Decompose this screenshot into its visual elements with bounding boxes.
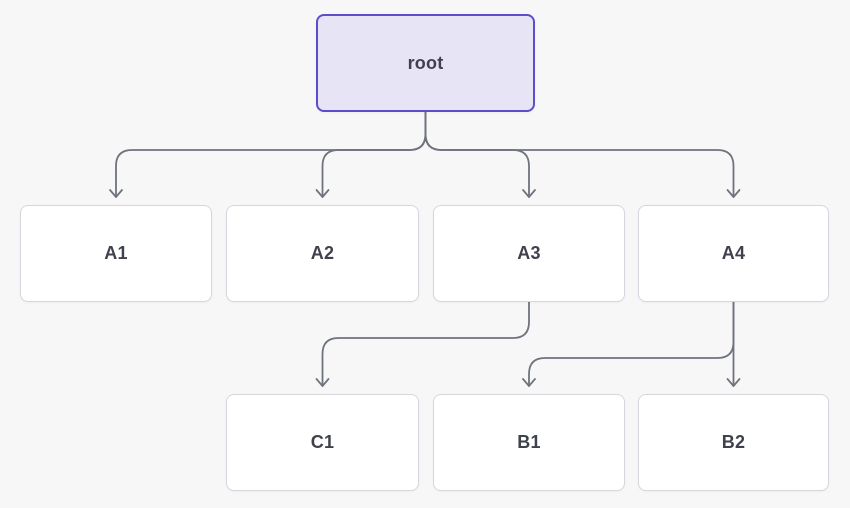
edge-path <box>321 111 427 198</box>
arrowhead-icon <box>315 189 330 198</box>
node-root[interactable]: root <box>316 14 535 112</box>
node-A4[interactable]: A4 <box>638 205 829 302</box>
edge-root-A2 <box>315 111 427 198</box>
node-label: C1 <box>310 432 335 452</box>
arrowhead-icon <box>315 378 330 387</box>
node-label: A1 <box>104 243 128 263</box>
edge-path <box>115 111 427 198</box>
arrowhead-icon <box>109 189 123 198</box>
node-A2[interactable]: A2 <box>226 205 419 302</box>
node-A3[interactable]: A3 <box>433 205 625 302</box>
node-A1[interactable]: A1 <box>20 205 212 302</box>
node-B1[interactable]: B1 <box>433 394 625 491</box>
arrowhead-icon <box>522 378 536 387</box>
edge-A3-C1 <box>315 301 530 387</box>
edge-path <box>528 301 735 387</box>
arrowhead-icon <box>726 189 741 198</box>
edge-root-A1 <box>109 111 427 198</box>
edge-path <box>424 111 530 198</box>
edge-path <box>321 301 530 387</box>
arrowhead-icon <box>522 189 536 198</box>
node-label: A2 <box>310 243 335 263</box>
edge-path <box>424 111 735 198</box>
edge-root-A3 <box>424 111 536 198</box>
edge-A4-B1 <box>522 301 735 387</box>
node-label: A3 <box>517 243 541 263</box>
node-label: root <box>407 52 444 73</box>
edge-A4-B2 <box>726 301 741 387</box>
node-B2[interactable]: B2 <box>638 394 829 491</box>
node-C1[interactable]: C1 <box>226 394 419 491</box>
node-label: B2 <box>721 432 746 452</box>
arrowhead-icon <box>726 378 741 387</box>
node-label: A4 <box>721 243 746 263</box>
node-label: B1 <box>517 432 541 452</box>
edge-root-A4 <box>424 111 741 198</box>
